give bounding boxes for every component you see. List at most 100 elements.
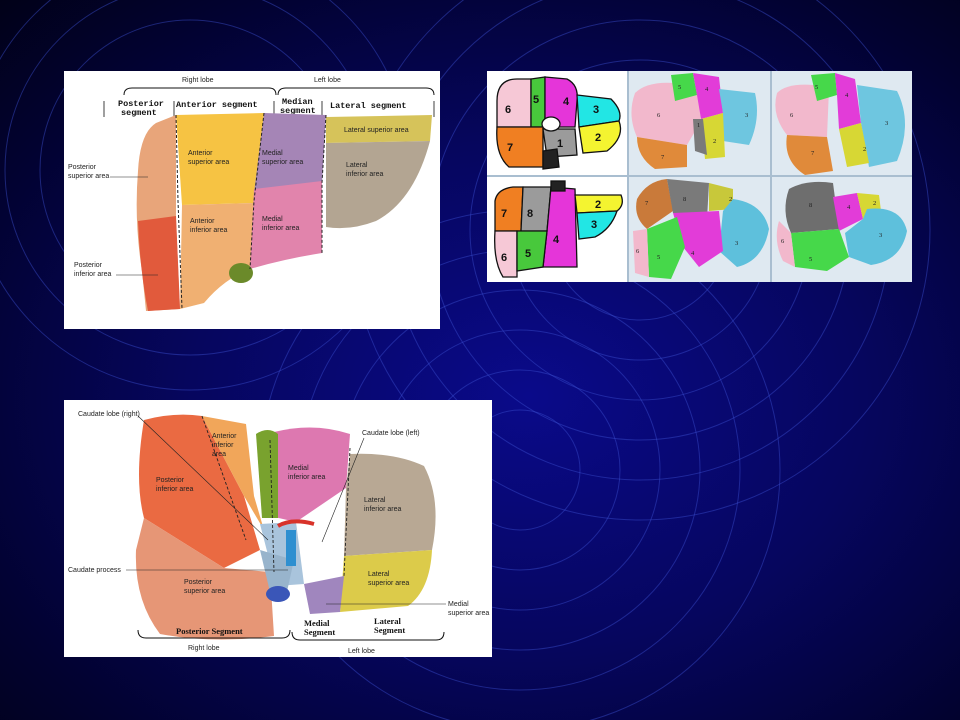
posterior-segment-header: Posterior (118, 99, 164, 109)
segment-label: 2 (873, 200, 876, 207)
left-lobe-brace (277, 87, 435, 96)
segment-label: 2 (713, 138, 716, 145)
liver-model-top-1 (631, 73, 757, 169)
segment-label: 4 (563, 96, 570, 108)
segment-label: 6 (505, 104, 511, 116)
segment-label: 4 (691, 250, 695, 257)
posterior-inferior-area-label: Posterior (74, 262, 103, 269)
anterior-superior-area-label: Anterior (188, 150, 213, 157)
medial-inferior-area-label: Medial (262, 216, 283, 223)
segment-label: 6 (781, 238, 785, 245)
lateral-superior-area-label-line2: superior area (368, 580, 409, 587)
lateral-superior-area-label: Lateral (368, 571, 390, 578)
right-lobe-brace (137, 629, 291, 639)
caudate-lobe-left-label: Caudate lobe (left) (362, 430, 420, 437)
liver-visceral-surface (135, 414, 436, 640)
right-lobe-brace (123, 87, 277, 96)
posterior-inferior-area-label-line2: inferior area (156, 486, 193, 493)
segment-label: 2 (729, 196, 732, 203)
gallbladder (256, 430, 278, 518)
posterior-segment-header-line2: segment (121, 108, 157, 118)
right-lobe-label: Right lobe (188, 645, 220, 652)
anterior-inferior-area-label-line2: inferior area (190, 227, 227, 234)
anterior-segment-header: Anterior segment (176, 100, 258, 110)
anterior-inferior-area-label: Anterior (212, 433, 237, 440)
segment-label: 6 (501, 252, 507, 264)
median-segment-header-line2: segment (280, 106, 316, 116)
segment-label: 3 (885, 120, 888, 127)
liver-anterior-view-panel: Right lobe Left lobe Posterior segment A… (64, 71, 440, 329)
portal-vein (286, 530, 296, 566)
hepatic-artery (277, 519, 315, 528)
lateral-inferior-area-label-line2: inferior area (346, 171, 383, 178)
segment-label: 2 (863, 146, 866, 153)
right-lobe-label: Right lobe (182, 77, 214, 84)
segment-label: 4 (847, 204, 851, 211)
lateral-segment-header: Lateral segment (330, 101, 407, 111)
lateral-inferior-area-label-line2: inferior area (364, 506, 401, 513)
liver-right-lobe (136, 113, 264, 311)
lateral-segment-footer-line2: Segment (374, 625, 405, 635)
posterior-superior-area-label-line2: superior area (184, 588, 225, 595)
medial-superior-area-label-line2: superior area (262, 159, 303, 166)
medial-superior-area-label-line2: superior area (448, 610, 489, 617)
segment-dividers (103, 101, 435, 117)
posterior-superior-area-label: Posterior (68, 164, 97, 171)
lateral-inferior-area-label: Lateral (346, 162, 368, 169)
medial-segment-footer-line2: Segment (304, 627, 335, 637)
couinaud-segments-grid: 6 5 4 3 2 7 1 7 8 2 3 4 6 5 (487, 71, 912, 282)
anterior-inferior-area-label-line3: area (212, 451, 226, 458)
segment-label: 7 (501, 208, 507, 220)
caudate-lobe-right-label: Caudate lobe (right) (78, 411, 140, 418)
segment-label: 1 (697, 122, 700, 129)
segment-label: 6 (790, 112, 794, 119)
posterior-inferior-area-label-line2: inferior area (74, 271, 111, 278)
segment-label: 8 (527, 208, 533, 220)
segment-label: 5 (678, 84, 681, 91)
segment-label: 2 (595, 132, 601, 144)
segment-label: 5 (525, 248, 531, 260)
segment-label: 8 (683, 196, 686, 203)
segment-label: 5 (657, 254, 660, 261)
anterior-inferior-area-label-line2: inferior (212, 442, 234, 449)
lateral-inferior-area-label: Lateral (364, 497, 386, 504)
anterior-superior-area-label-line2: superior area (188, 159, 229, 166)
segment-label: 6 (657, 112, 661, 119)
segment-label: 4 (705, 86, 709, 93)
segment-label: 5 (533, 94, 539, 106)
segment-label: 7 (507, 142, 513, 154)
medial-inferior-area-label-line2: inferior area (262, 225, 299, 232)
segment-label: 3 (735, 240, 738, 247)
medial-inferior-area-label-line2: inferior area (288, 474, 325, 481)
segment-label: 3 (593, 104, 599, 116)
caudate-process-label: Caudate process (68, 567, 121, 574)
liver-median-segment (250, 113, 326, 269)
segment-schema-top (496, 76, 622, 170)
medial-superior-area-label: Medial (262, 150, 283, 157)
segment-label: 7 (661, 154, 665, 161)
posterior-segment-footer: Posterior Segment (176, 626, 243, 636)
anterior-inferior-area-label: Anterior (190, 218, 215, 225)
median-segment-header: Median (282, 97, 313, 107)
segment-label: 8 (809, 202, 812, 209)
medial-superior-area-label: Medial (448, 601, 469, 608)
left-lobe-label: Left lobe (314, 77, 341, 84)
medial-segment-footer: Medial (304, 618, 330, 628)
liver-model-top-2 (775, 73, 905, 175)
segment-boundary-lines (175, 112, 327, 310)
liver-lateral-segment (326, 115, 432, 229)
segment-label: 5 (815, 84, 818, 91)
segment-label: 1 (557, 138, 563, 150)
inferior-vena-cava (266, 586, 290, 602)
liver-model-bottom-2 (776, 181, 907, 271)
segment-label: 3 (591, 219, 597, 231)
segment-boundary-lines (201, 415, 351, 577)
liver-model-bottom-1 (633, 179, 769, 279)
segment-label: 3 (745, 112, 748, 119)
liver-anterior-diagram: Right lobe Left lobe Posterior segment A… (68, 77, 435, 311)
segment-label: 2 (595, 199, 601, 211)
segment-label: 7 (811, 150, 815, 157)
segment-label: 4 (845, 92, 849, 99)
segment-label: 4 (553, 234, 560, 246)
lateral-segment-footer: Lateral (374, 616, 402, 626)
